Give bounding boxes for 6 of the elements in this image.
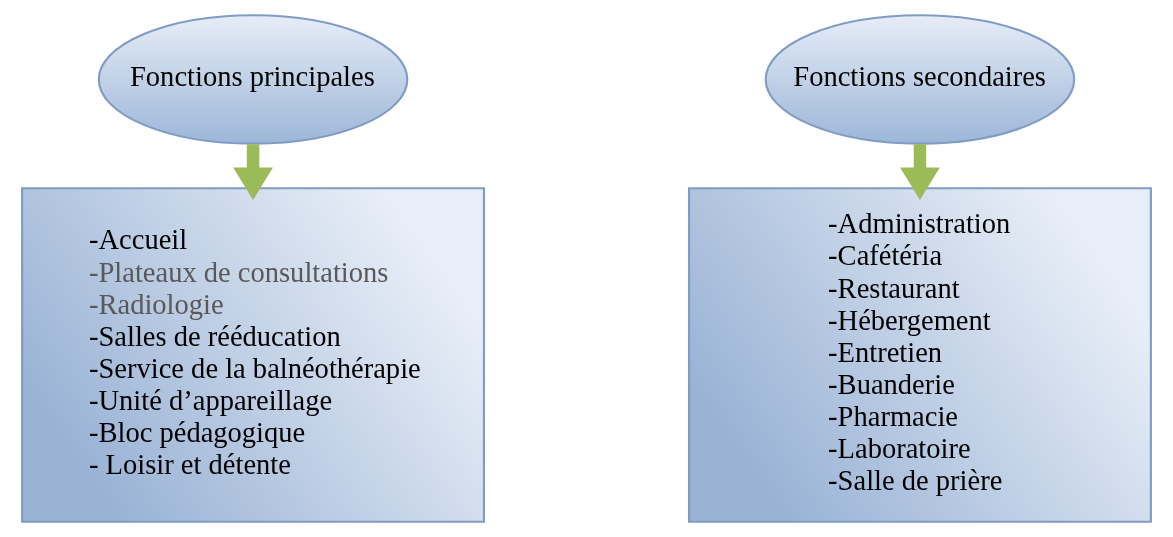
node-ellipse: Fonctions principales — [97, 14, 409, 145]
node-box: -Accueil -Plateaux de consultations -Radiologie -Salles de rééducation -Service de la balnéothérapie -Unité d’appareillage -Bloc pédagogique - Loisir et détente — [21, 187, 486, 523]
node-ellipse: Fonctions secondaires — [764, 14, 1076, 145]
node-box: -Administration -Cafétéria -Restaurant -Hébergement -Entretien -Buanderie -Pharmacie -Laboratoire -Salle de prière — [687, 187, 1152, 523]
arrow — [900, 144, 940, 200]
arrow — [233, 144, 273, 200]
